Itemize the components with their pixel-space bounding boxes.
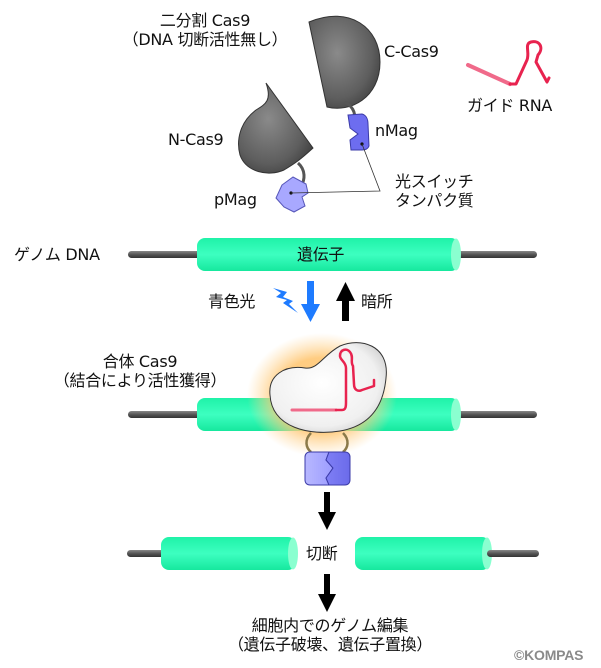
bound-guide-rna-icon [290, 348, 376, 412]
cleavage-label: 切断 [306, 544, 338, 563]
result-label-line1: 細胞内でのゲノム編集 [251, 616, 409, 635]
combined-cas9-label: 合体 Cas9 （結合により活性獲得） [30, 352, 250, 390]
photoswitch-label-line1: 光スイッチ [395, 172, 474, 191]
photoswitch-label: 光スイッチ タンパク質 [395, 172, 474, 210]
combined-cas9-label-line2: （結合により活性獲得） [53, 371, 227, 390]
copyright-credit: ©KOMPAS [514, 647, 584, 663]
dark-label: 暗所 [361, 292, 393, 311]
guide-rna-label: ガイド RNA [467, 96, 553, 115]
photoswitch-label-line2: タンパク質 [395, 191, 474, 210]
split-cas9-title-line2: （DNA 切断活性無し） [122, 30, 288, 49]
blue-down-arrow [301, 281, 320, 322]
split-cas9-title: 二分割 Cas9 （DNA 切断活性無し） [100, 11, 310, 49]
n-cas9-shape [238, 82, 314, 174]
nmag-shape [347, 113, 370, 151]
cleaved-dna-left [127, 537, 298, 570]
black-up-arrow [336, 282, 355, 321]
genomic-dna-1 [128, 238, 537, 271]
result-label: 細胞内でのゲノム編集 （遺伝子破壊、遺伝子置換） [180, 616, 480, 654]
combined-cas9-label-line1: 合体 Cas9 [102, 352, 178, 371]
blue-light-label: 青色光 [208, 292, 256, 311]
gene-label: 遺伝子 [297, 245, 345, 264]
down-arrow-2 [318, 574, 336, 612]
pmag-label: pMag [214, 190, 257, 209]
n-cas9-label: N-Cas9 [168, 130, 224, 149]
pmag-shape [275, 176, 309, 213]
cleaved-dna-right [355, 537, 539, 570]
genomic-dna-label: ゲノム DNA [14, 245, 100, 264]
c-cas9-shape [308, 15, 381, 109]
split-cas9-title-line1: 二分割 Cas9 [159, 11, 251, 30]
c-cas9-label: C-Cas9 [384, 42, 439, 61]
guide-rna-icon [466, 40, 551, 86]
lightning-icon [273, 288, 298, 313]
photoswitch-leader [290, 143, 381, 194]
nmag-label: nMag [375, 121, 418, 140]
mag-dimer [304, 451, 351, 486]
down-arrow-1 [318, 492, 336, 530]
result-label-line2: （遺伝子破壊、遺伝子置換） [227, 635, 433, 654]
